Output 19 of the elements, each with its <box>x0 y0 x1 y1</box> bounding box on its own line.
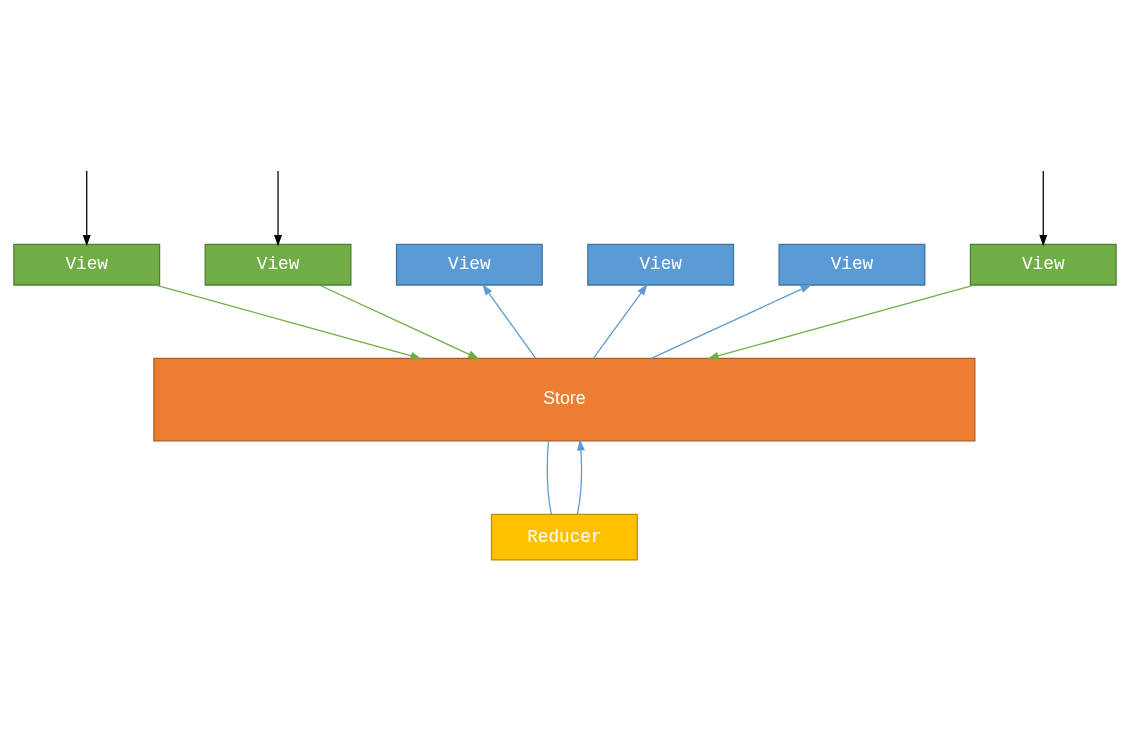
node-box: Reducer <box>490 513 638 561</box>
arrow <box>593 283 648 359</box>
arrow <box>576 438 585 515</box>
node-box: Store <box>153 357 976 441</box>
arrow <box>707 283 975 360</box>
arrow <box>274 169 283 246</box>
arrow <box>82 169 91 246</box>
arrow <box>1039 169 1048 246</box>
node-box: View <box>13 243 161 286</box>
node-box: View <box>204 243 352 286</box>
connector <box>546 439 553 515</box>
arrow <box>319 284 480 359</box>
node-box: View <box>395 243 543 286</box>
node-box: View <box>969 243 1117 286</box>
node-box: View <box>778 243 926 286</box>
arrow <box>650 283 812 359</box>
node-box: View <box>587 243 735 286</box>
arrow <box>482 283 536 359</box>
arrow <box>155 283 422 360</box>
